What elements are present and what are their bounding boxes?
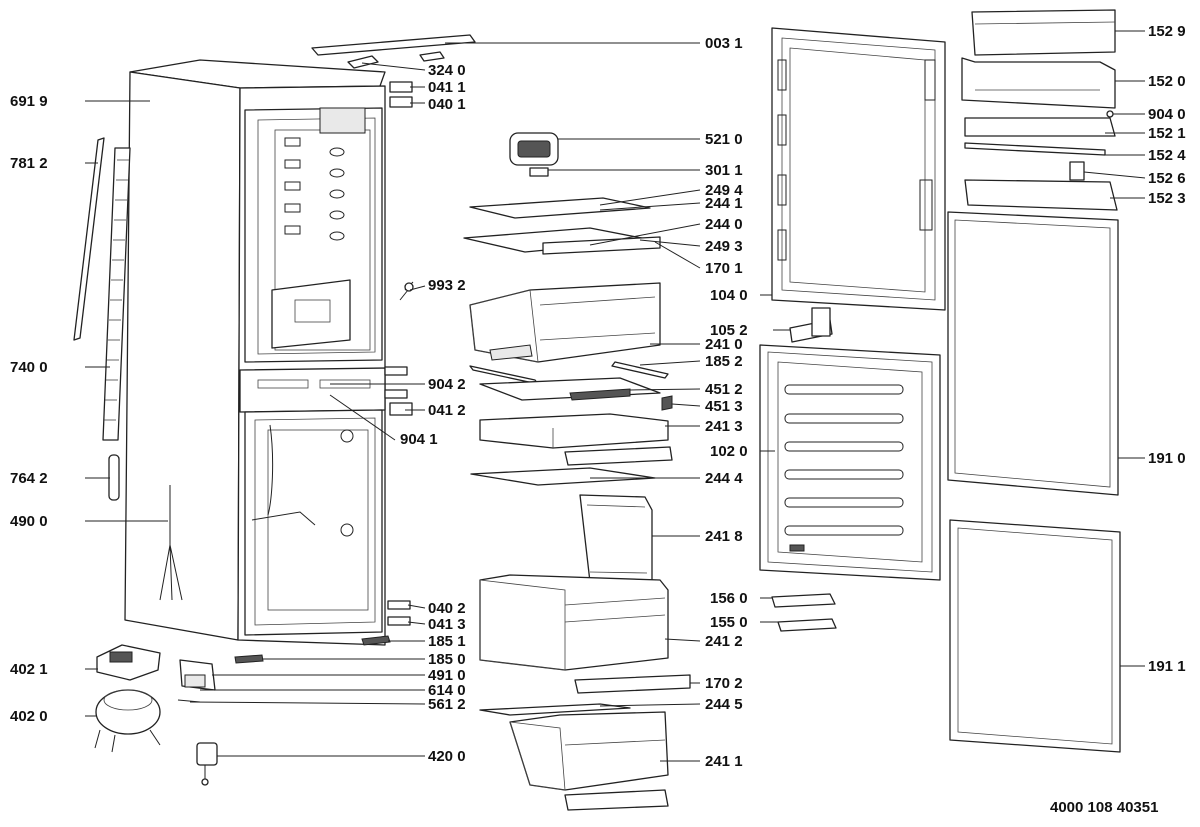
callout-244-1: 244 1 <box>705 195 743 212</box>
callout-614-0: 614 0 <box>428 682 466 699</box>
callout-244-0: 244 0 <box>705 216 743 233</box>
condenser-part <box>102 147 131 441</box>
callout-490-0: 490 0 <box>10 513 48 530</box>
callout-041-1: 041 1 <box>428 79 466 96</box>
callout-301-1: 301 1 <box>705 162 743 179</box>
callout-156-0: 156 0 <box>710 590 748 607</box>
document-number: 4000 108 40351 <box>1050 799 1158 816</box>
callout-040-2: 040 2 <box>428 600 466 617</box>
callout-993-2: 993 2 <box>428 277 466 294</box>
callout-249-4: 249 4 <box>705 182 743 199</box>
callout-170-2: 170 2 <box>705 675 743 692</box>
callout-105-2: 105 2 <box>710 322 748 339</box>
callout-244-5: 244 5 <box>705 696 743 713</box>
callout-152-1: 152 1 <box>1148 125 1186 142</box>
callout-904-1: 904 1 <box>400 431 438 448</box>
callout-249-3: 249 3 <box>705 238 743 255</box>
cabinet-body <box>124 59 386 646</box>
callout-241-1: 241 1 <box>705 753 743 770</box>
callout-781-2: 781 2 <box>10 155 48 172</box>
callout-040-1: 040 1 <box>428 96 466 113</box>
freezer-door-gasket-part <box>949 519 1121 753</box>
callout-244-4: 244 4 <box>705 470 743 487</box>
callout-041-2: 041 2 <box>428 402 466 419</box>
top-cover-part <box>311 34 476 56</box>
callout-904-2: 904 2 <box>428 376 466 393</box>
callout-185-0: 185 0 <box>428 651 466 668</box>
callout-740-0: 740 0 <box>10 359 48 376</box>
callout-152-6: 152 6 <box>1148 170 1186 187</box>
callout-191-1: 191 1 <box>1148 658 1186 675</box>
callout-241-8: 241 8 <box>705 528 743 545</box>
callout-170-1: 170 1 <box>705 260 743 277</box>
callout-185-2: 185 2 <box>705 353 743 370</box>
callout-402-1: 402 1 <box>10 661 48 678</box>
fridge-door-gasket-part <box>947 211 1119 496</box>
callout-041-3: 041 3 <box>428 616 466 633</box>
callout-402-0: 402 0 <box>10 708 48 725</box>
callout-420-0: 420 0 <box>428 748 466 765</box>
bottom-drawer-part <box>509 711 669 791</box>
callout-152-0: 152 0 <box>1148 73 1186 90</box>
callout-185-1: 185 1 <box>428 633 466 650</box>
callout-152-9: 152 9 <box>1148 23 1186 40</box>
callout-152-3: 152 3 <box>1148 190 1186 207</box>
callout-241-3: 241 3 <box>705 418 743 435</box>
callout-191-0: 191 0 <box>1148 450 1186 467</box>
crisper-drawer-part <box>469 282 661 363</box>
callout-324-0: 324 0 <box>428 62 466 79</box>
callout-904-0: 904 0 <box>1148 106 1186 123</box>
callout-451-3: 451 3 <box>705 398 743 415</box>
callout-155-0: 155 0 <box>710 614 748 631</box>
callout-521-0: 521 0 <box>705 131 743 148</box>
fridge-door-liner-part <box>771 27 946 311</box>
callout-003-1: 003 1 <box>705 35 743 52</box>
callout-561-2: 561 2 <box>428 696 466 713</box>
callout-241-0: 241 0 <box>705 336 743 353</box>
callout-451-2: 451 2 <box>705 381 743 398</box>
callout-764-2: 764 2 <box>10 470 48 487</box>
compressor-part <box>94 689 161 753</box>
callout-691-9: 691 9 <box>10 93 48 110</box>
callout-152-4: 152 4 <box>1148 147 1186 164</box>
callout-241-2: 241 2 <box>705 633 743 650</box>
callout-491-0: 491 0 <box>428 667 466 684</box>
freezer-drawer-part <box>479 574 669 671</box>
freezer-door-liner-part <box>759 344 941 581</box>
callout-102-0: 102 0 <box>710 443 748 460</box>
callout-labels: 003 1 324 0 041 1 040 1 691 9 781 2 740 … <box>10 23 1186 816</box>
callout-104-0: 104 0 <box>710 287 748 304</box>
